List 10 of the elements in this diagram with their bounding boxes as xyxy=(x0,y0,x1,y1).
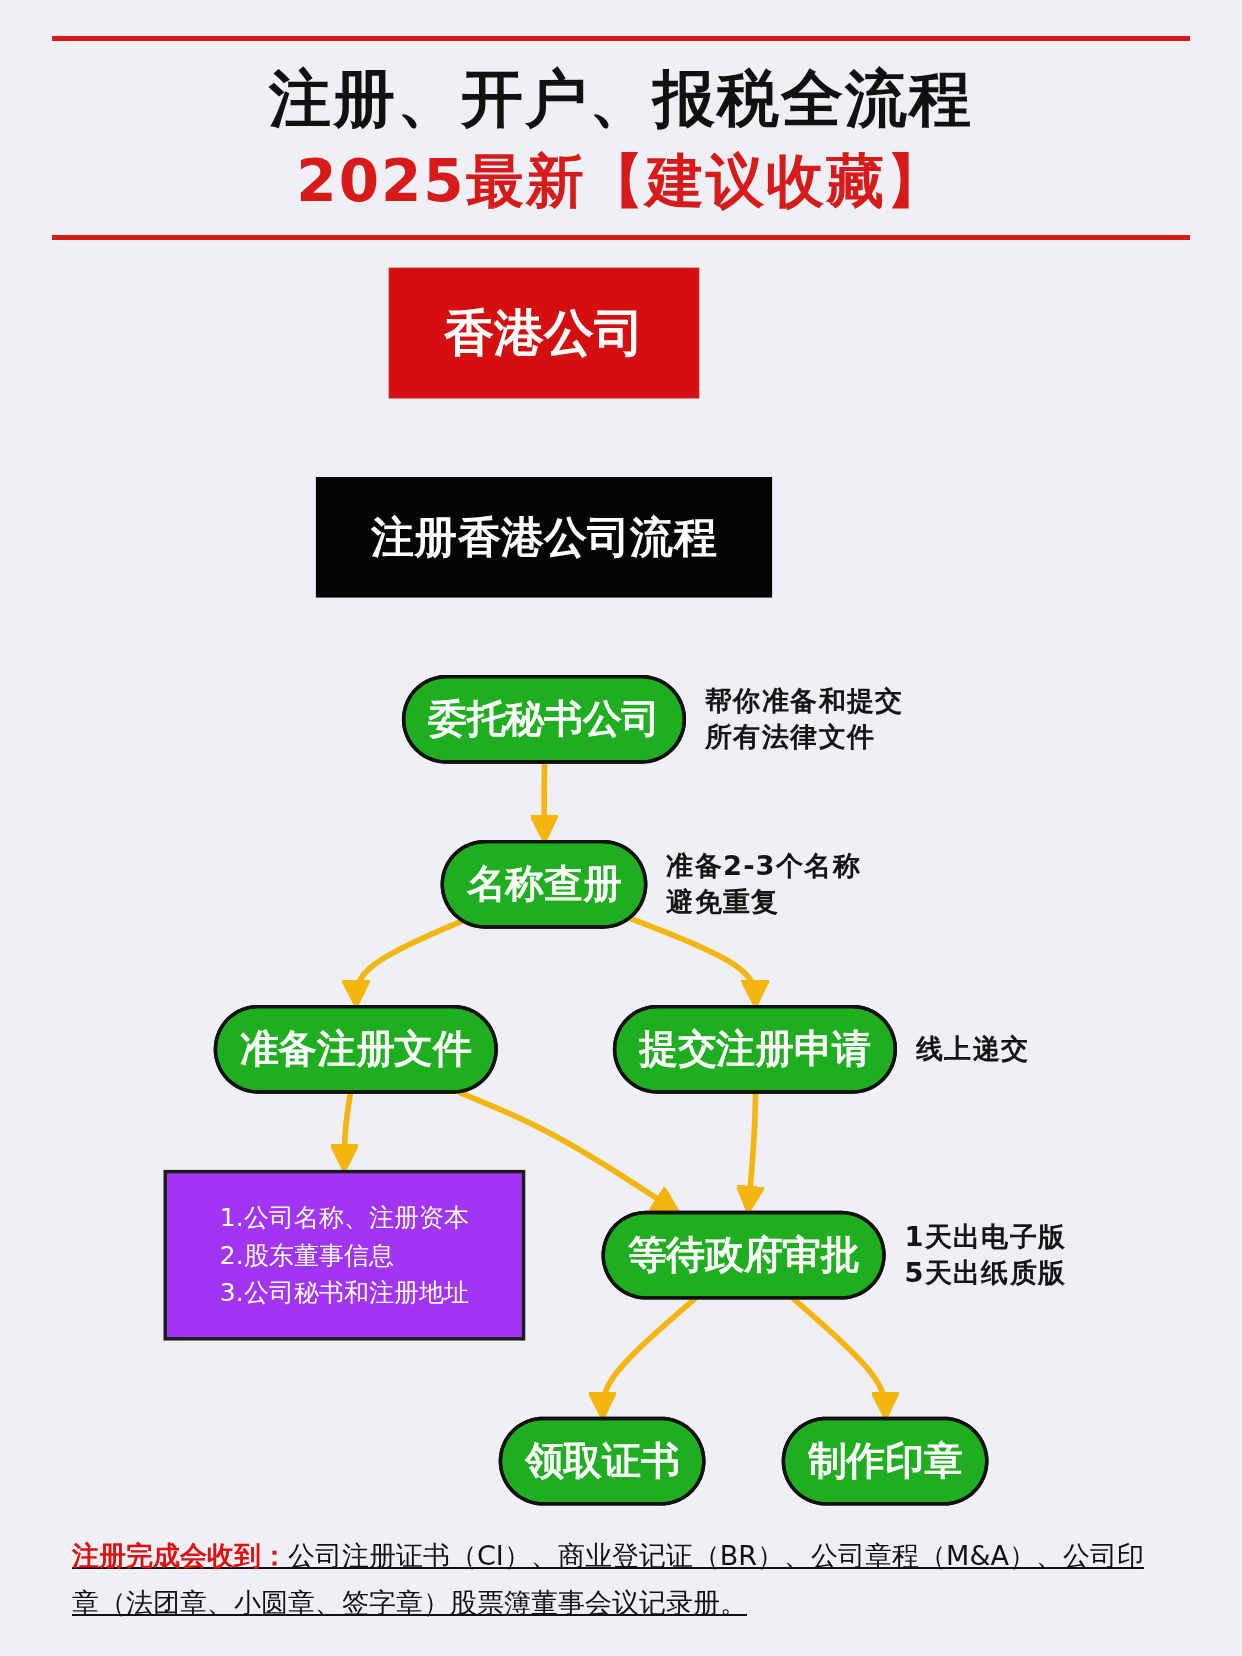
title-text: 注册、开户、报税全流程 xyxy=(269,61,973,137)
node-box: 1.公司名称、注册资本 2.股东董事信息 3.公司秘书和注册地址 xyxy=(163,1169,525,1341)
note-text: 1天出电子版5天出纸质版 xyxy=(904,1219,1068,1291)
node-box: 注册香港公司流程 xyxy=(315,476,772,598)
note-text: 线上递交 xyxy=(915,1032,1030,1067)
note-text: 帮你准备和提交所有法律文件 xyxy=(704,683,905,756)
node-box: 香港公司 xyxy=(388,267,699,399)
note-text: 准备2-3个名称避免重复 xyxy=(665,848,862,921)
subtitle-text: 2025最新【建议收藏】 xyxy=(296,146,946,217)
caption-text: 注册完成会收到：公司注册证书（CI）、商业登记证（BR）、公司章程（M&A）、公司印章（法团章、小圆章、签字章）股票簿董事会议记录册。 xyxy=(71,1538,1145,1620)
